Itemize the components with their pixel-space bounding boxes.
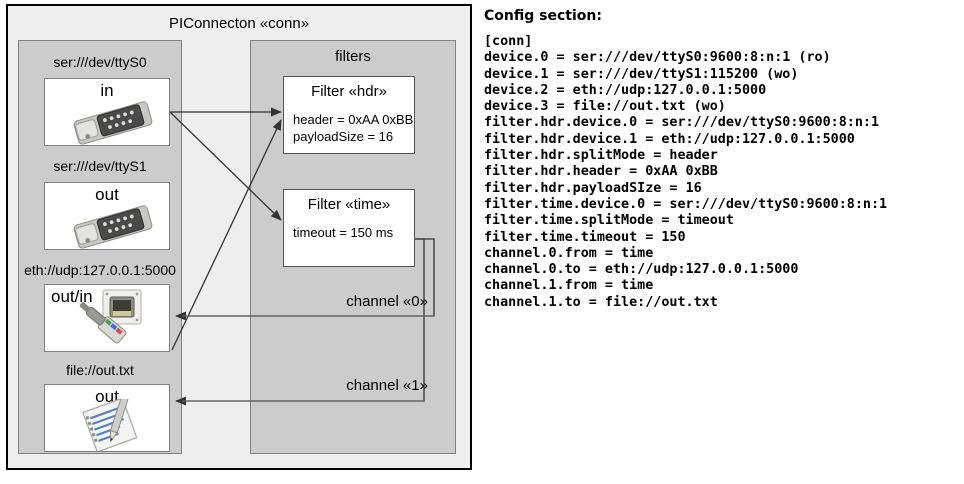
config-line: filter.hdr.device.0 = ser:///dev/ttyS0:9… bbox=[484, 115, 880, 131]
device-io-label: in bbox=[100, 81, 114, 100]
config-line: device.3 = file://out.txt (wo) bbox=[484, 99, 726, 115]
config-line: channel.1.to = file://out.txt bbox=[484, 294, 718, 310]
text-file-icon bbox=[82, 399, 138, 451]
config-line: filter.hdr.splitMode = header bbox=[484, 148, 718, 164]
serial-db9-icon bbox=[73, 101, 153, 145]
ethernet-jack-icon bbox=[79, 289, 142, 344]
device-io-label: out bbox=[95, 185, 119, 204]
config-line: channel.1.from = time bbox=[484, 278, 654, 294]
filter-prop: header = 0xAA 0xBB bbox=[293, 112, 414, 127]
config-line: [conn] bbox=[484, 34, 533, 49]
config-section: Config section: [conn]device.0 = ser:///… bbox=[482, 0, 964, 484]
device-label-eth: eth://udp:127.0.0.1:5000 bbox=[24, 262, 176, 278]
filter-card-time[interactable]: Filter «time» timeout = 150 ms bbox=[283, 189, 415, 267]
config-line: filter.hdr.device.1 = eth://udp:127.0.0.… bbox=[484, 131, 855, 147]
channel-label-0: channel «0» bbox=[346, 293, 428, 310]
config-line: channel.0.from = time bbox=[484, 245, 654, 261]
filters-panel-title: filters bbox=[335, 48, 371, 65]
device-card-ttyS0[interactable]: in bbox=[44, 78, 170, 146]
config-line: filter.time.timeout = 150 bbox=[484, 229, 686, 245]
diagram-title: PIConnecton «conn» bbox=[168, 15, 310, 32]
filter-prop: payloadSize = 16 bbox=[293, 129, 394, 144]
config-line: device.1 = ser:///dev/ttyS1:115200 (wo) bbox=[484, 66, 799, 82]
device-card-file[interactable]: out bbox=[44, 384, 170, 452]
config-line: filter.hdr.header = 0xAA 0xBB bbox=[484, 164, 718, 180]
filter-card-hdr[interactable]: Filter «hdr» header = 0xAA 0xBB payloadS… bbox=[283, 76, 415, 154]
filter-prop: timeout = 150 ms bbox=[293, 225, 394, 240]
config-line: device.0 = ser:///dev/ttyS0:9600:8:n:1 (… bbox=[484, 50, 831, 66]
filter-title: Filter «time» bbox=[307, 196, 391, 213]
config-line: filter.hdr.payloadSIze = 16 bbox=[484, 180, 702, 196]
device-label-file: file://out.txt bbox=[66, 362, 134, 378]
serial-db9-icon bbox=[73, 205, 153, 249]
config-lines: [conn]device.0 = ser:///dev/ttyS0:9600:8… bbox=[484, 34, 887, 311]
config-line: filter.time.device.0 = ser:///dev/ttyS0:… bbox=[484, 196, 888, 212]
config-heading: Config section: bbox=[484, 8, 602, 24]
device-io-label: out/in bbox=[51, 287, 93, 306]
filter-title: Filter «hdr» bbox=[311, 83, 387, 100]
device-card-eth[interactable]: out/in bbox=[44, 284, 170, 352]
channel-label-1: channel «1» bbox=[346, 377, 428, 394]
config-line: channel.0.to = eth://udp:127.0.0.1:5000 bbox=[484, 262, 799, 278]
config-line: filter.time.splitMode = timeout bbox=[484, 213, 734, 229]
device-label-ttyS1: ser:///dev/ttyS1 bbox=[53, 158, 147, 174]
device-label-ttyS0: ser:///dev/ttyS0 bbox=[53, 54, 147, 70]
device-card-ttyS1[interactable]: out bbox=[44, 182, 170, 250]
config-line: device.2 = eth://udp:127.0.0.1:5000 bbox=[484, 82, 767, 98]
